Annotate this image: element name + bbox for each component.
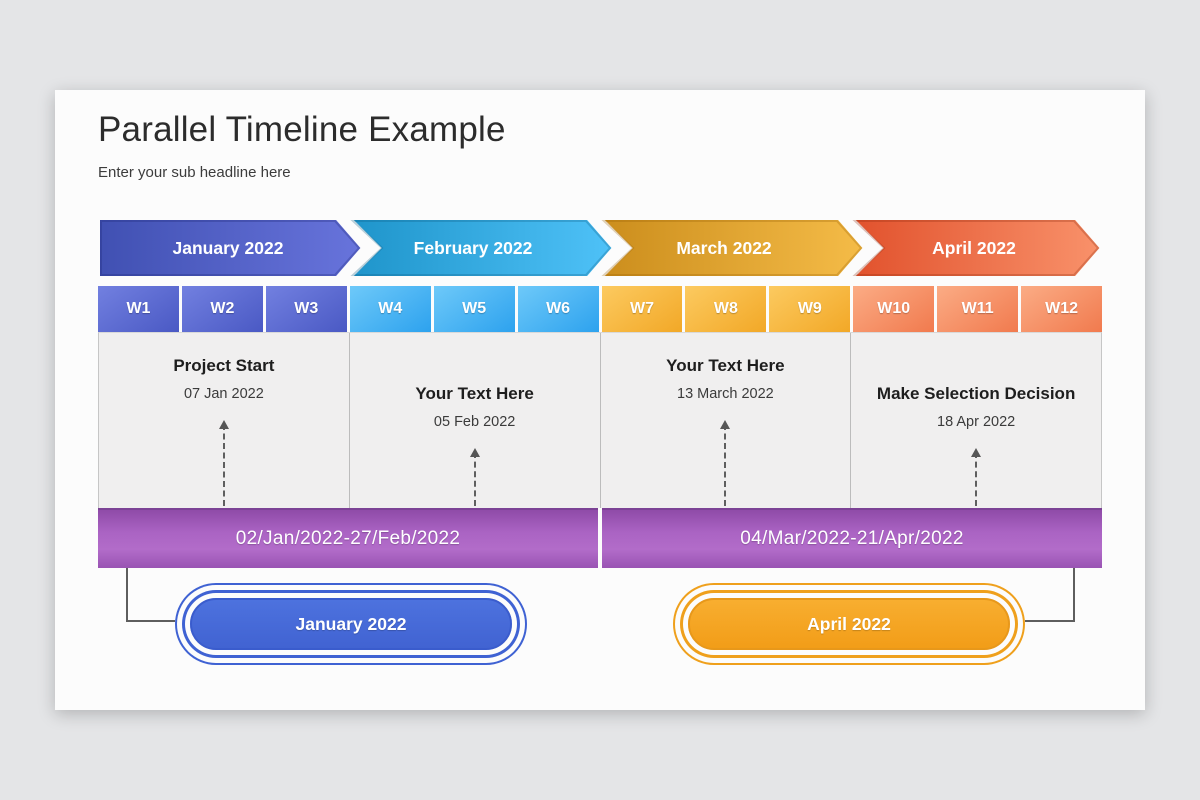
connector-right-vertical [1073, 568, 1075, 622]
week-cell-w9: W9 [769, 286, 851, 332]
slide-subtitle: Enter your sub headline here [98, 164, 291, 181]
connector-left-vertical [126, 568, 128, 622]
callout-label: April 2022 [807, 613, 891, 634]
callout-pill-january: January 2022 [190, 598, 512, 650]
month-arrow-february: February 2022 [346, 218, 617, 278]
month-arrow-row: April 2022 March 2022 February 2022 Janu… [98, 218, 1102, 278]
slide-title: Parallel Timeline Example [98, 110, 506, 149]
month-arrow-january: January 2022 [98, 218, 366, 278]
week-cell-w8: W8 [685, 286, 767, 332]
week-cell-w6: W6 [517, 286, 599, 332]
event-column-january: Project Start 07 Jan 2022 [99, 333, 350, 508]
dashed-up-arrow-icon [720, 420, 731, 506]
range-bar-jan-feb: 02/Jan/2022-27/Feb/2022 [98, 508, 598, 568]
month-label-april: April 2022 [932, 238, 1016, 258]
event-column-february: Your Text Here 05 Feb 2022 [350, 333, 601, 508]
event-column-april: Make Selection Decision 18 Apr 2022 [851, 333, 1101, 508]
month-arrow-march: March 2022 [597, 218, 868, 278]
week-cell-w12: W12 [1021, 286, 1103, 332]
dashed-up-arrow-icon [218, 420, 229, 506]
event-date: 07 Jan 2022 [183, 386, 264, 402]
callout-pill-april: April 2022 [688, 598, 1010, 650]
week-cell-w1: W1 [98, 286, 179, 332]
dashed-up-arrow-icon [971, 448, 982, 506]
month-label-march: March 2022 [676, 238, 772, 258]
month-label-february: February 2022 [414, 238, 533, 258]
event-column-march: Your Text Here 13 March 2022 [601, 333, 852, 508]
week-cell-w2: W2 [181, 286, 263, 332]
event-date: 13 March 2022 [677, 386, 774, 402]
week-cell-w11: W11 [937, 286, 1019, 332]
event-date: 05 Feb 2022 [433, 414, 516, 430]
week-cell-w7: W7 [601, 286, 683, 332]
range-bar-row: 02/Jan/2022-27/Feb/2022 04/Mar/2022-21/A… [98, 508, 1102, 568]
slide-card: Parallel Timeline Example Enter your sub… [55, 90, 1145, 710]
connector-left-horizontal [126, 620, 175, 622]
week-row: W1 W2 W3 W4 W5 W6 W7 W8 W9 W10 W11 W12 [98, 286, 1103, 332]
event-title: Your Text Here [666, 356, 785, 375]
event-date: 18 Apr 2022 [937, 414, 1016, 430]
week-cell-w3: W3 [265, 286, 347, 332]
week-cell-w5: W5 [433, 286, 515, 332]
dashed-up-arrow-icon [469, 448, 480, 506]
week-cell-w4: W4 [349, 286, 431, 332]
event-title: Your Text Here [415, 384, 534, 403]
event-title: Make Selection Decision [876, 384, 1076, 403]
timeline: April 2022 March 2022 February 2022 Janu… [98, 218, 1103, 568]
event-area: Project Start 07 Jan 2022 Your Text Here… [98, 332, 1102, 508]
event-title: Project Start [173, 356, 275, 375]
month-arrow-april: April 2022 [848, 218, 1102, 278]
week-cell-w10: W10 [853, 286, 935, 332]
month-label-january: January 2022 [173, 238, 284, 258]
callout-label: January 2022 [295, 613, 407, 634]
connector-right-horizontal [1025, 620, 1075, 622]
range-bar-mar-apr: 04/Mar/2022-21/Apr/2022 [602, 508, 1102, 568]
